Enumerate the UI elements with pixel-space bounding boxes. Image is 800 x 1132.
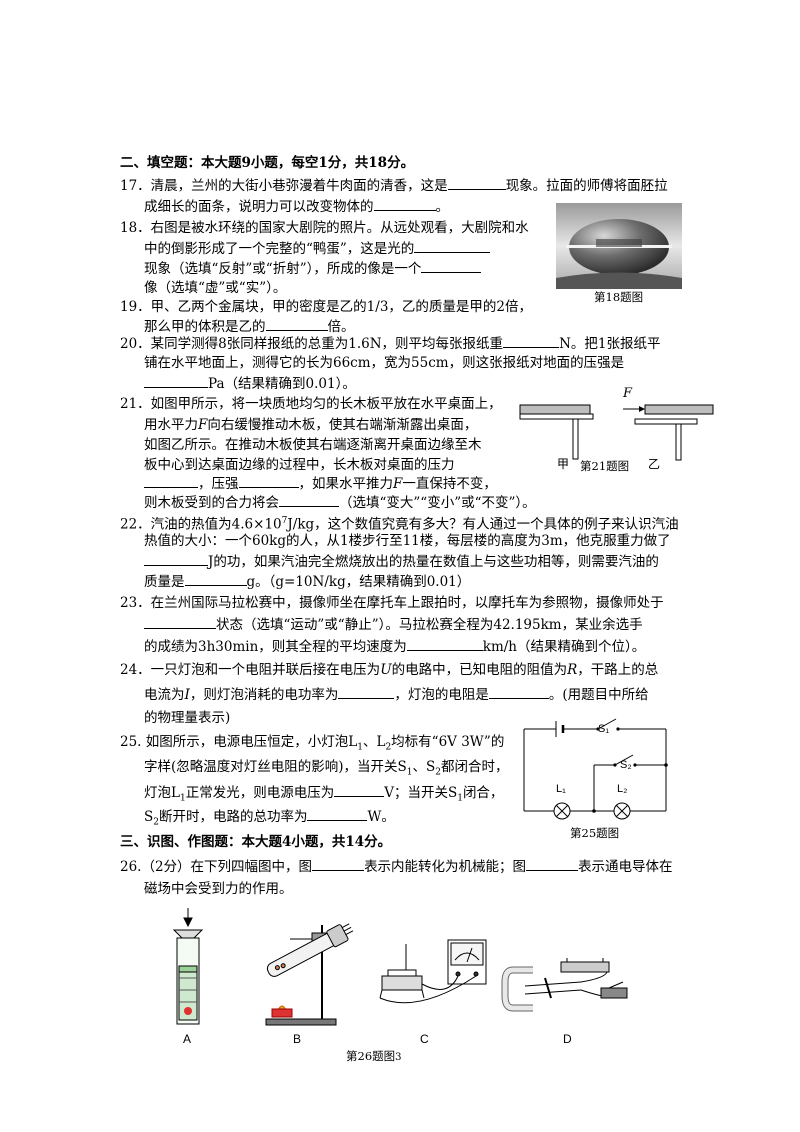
figure-26-label-a: A [183,1032,192,1046]
question-23-line-2: 状态（选填“运动”或“静止”）。马拉松赛全程为42.195km，某业余选手 [144,614,643,635]
answer-blank[interactable] [526,856,579,871]
question-19-line-2: 那么甲的体积是乙的倍。 [144,316,355,337]
question-18-line-3: 现象（选填“反射”或“折射”），所成的像是一个 [144,258,482,279]
question-21-line-5: ，压强，如果水平推力F一直保持不变， [144,473,497,494]
answer-blank[interactable] [334,782,385,797]
question-24-line-3: 的物理量表示) [144,710,231,726]
answer-blank[interactable] [144,614,216,629]
question-21-line-2: 用水平力F向右缓慢推动木板，使其右端渐渐露出桌面， [144,417,478,433]
figure-26-d-magnet-rails [501,958,628,1012]
figure-21-caption: 第21题图 [580,459,630,473]
figure-26-a-compression-cylinder [172,908,204,1025]
question-18-line-2: 中的倒影形成了一个完整的“鸭蛋”，这是光的 [144,238,491,259]
question-21-line-1: 21．如图甲所示，将一块质地均匀的长木板平放在水平桌面上， [120,396,502,412]
answer-blank[interactable] [373,196,436,211]
figure-26-caption: 第26题图3 [346,1049,402,1063]
answer-blank[interactable] [279,492,339,507]
answer-blank[interactable] [312,856,365,871]
answer-blank[interactable] [144,551,208,566]
answer-blank[interactable] [144,473,198,488]
question-26-line-1: 26.（2分）在下列四幅图中，图表示内能转化为机械能；图表示通电导体在 [120,856,673,877]
figure-18-caption: 第18题图 [594,290,644,304]
section-heading-diagram: 三、识图、作图题：本大题4小题，共14分。 [120,834,392,850]
figure-25-caption: 第25题图 [570,826,620,840]
answer-blank[interactable] [414,238,491,253]
figure-25-label-s1: S₁ [598,723,610,735]
figure-18-theatre-photo [556,203,682,289]
figure-26-c-meter-circuit [379,939,487,1004]
answer-blank[interactable] [503,333,560,348]
question-24-line-2: 电流为I，则灯泡消耗的电功率为，灯泡的电阻是。(用题目中所给 [144,684,649,705]
answer-blank[interactable] [265,316,328,331]
figure-26-b-test-tube-heating [265,923,354,1026]
answer-blank[interactable] [307,806,368,821]
figure-21-force-label: F [623,386,633,401]
question-22-line-1: 22．汽油的热值为4.6×107J/kg，这个数值究竟有多大？有人通过一个具体的… [120,516,679,533]
question-17-line-2: 成细长的面条，说明力可以改变物体的。 [144,196,449,217]
figure-21-label-jia: 甲 [557,457,570,471]
question-22-line-3: J的功，如果汽油完全燃烧放出的热量在数值上与这些功相等，则需要汽油的 [144,551,659,572]
question-18-line-4: 像（选填“虚”或“实”）。 [144,280,287,296]
figure-25-label-s2: S₂ [620,759,632,771]
figure-25-label-l1: L₁ [556,783,566,795]
section-heading-fill-blank: 二、填空题：本大题9小题，每空1分，共18分。 [120,155,415,171]
answer-blank[interactable] [238,473,299,488]
answer-blank[interactable] [338,684,395,699]
answer-blank[interactable] [447,175,506,190]
question-21-line-6: 则木板受到的合力将会（选填“变大”“变小”或“不变”）。 [144,492,536,513]
answer-blank[interactable] [488,684,549,699]
figure-21-board-diagram [519,404,714,461]
question-25-line-2: 字样(忽略温度对灯丝电阻的影响)，当开关S1、S2都闭合时， [144,759,509,778]
question-26-line-2: 磁场中会受到力的作用。 [144,881,293,897]
page-number: 3 [395,1052,402,1063]
answer-blank[interactable] [144,373,208,388]
question-25-line-1: 25. 如图所示，电源电压恒定，小灯泡L1、L2均标有“6V 3W”的 [120,734,505,753]
question-24-line-1: 24．一只灯泡和一个电阻并联后接在电压为U的电路中，已知电阻的阻值为R，干路上的… [120,662,659,678]
question-20-line-3: Pa（结果精确到0.01）。 [144,373,356,394]
figure-26-label-d: D [563,1032,572,1046]
figure-25-label-l2: L₂ [617,783,628,795]
question-17-line-1: 17．清晨，兰州的大街小巷弥漫着牛肉面的清香，这是现象。拉面的师傅将面胚拉 [120,175,668,196]
question-20-line-2: 铺在水平地面上，测得它的长为66cm，宽为55cm，则这张报纸对地面的压强是 [144,355,625,371]
question-18-line-1: 18．右图是被水环绕的国家大剧院的照片。从远处观看，大剧院和水 [120,220,529,236]
answer-blank[interactable] [406,636,483,651]
figure-25-circuit-diagram [523,718,668,820]
question-23-line-1: 23．在兰州国际马拉松赛中，摄像师坐在摩托车上跟拍时，以摩托车为参照物，摄像师处… [120,595,664,611]
answer-blank[interactable] [184,571,247,586]
figure-21-label-yi: 乙 [648,457,661,471]
question-21-line-4: 板中心到达桌面边缘的过程中，长木板对桌面的压力 [144,457,455,473]
answer-blank[interactable] [421,258,482,273]
figure-26-label-c: C [420,1032,429,1046]
question-21-line-3: 如图乙所示。在推动木板使其右端逐渐离开桌面边缘至木 [144,437,482,453]
question-22-line-2: 热值的大小：一个60kg的人，从1楼步行至11楼，每层楼的高度为3m，他克服重力… [144,533,671,549]
figure-26-label-b: B [293,1032,302,1046]
question-19-line-1: 19．甲、乙两个金属块，甲的密度是乙的1/3，乙的质量是甲的2倍， [120,299,532,315]
